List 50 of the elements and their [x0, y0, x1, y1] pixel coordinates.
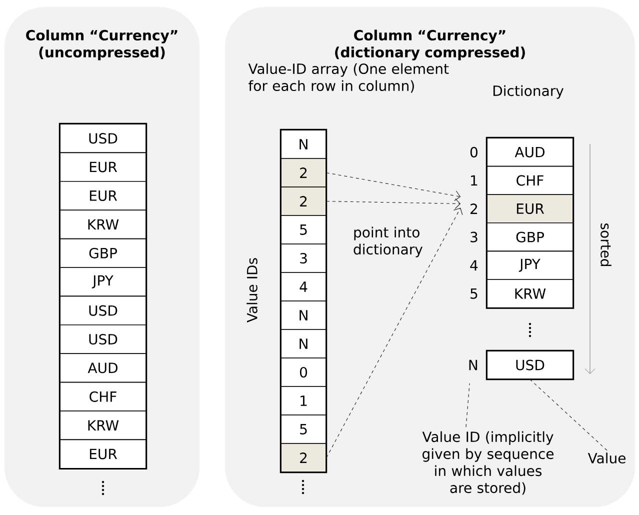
table-cell: 2 — [280, 158, 326, 188]
table-cell: EUR — [60, 152, 146, 182]
table-cell: 5 — [280, 414, 326, 444]
dashed-arrow — [326, 208, 463, 458]
table-cell: KRW — [60, 210, 146, 240]
table-cell: AUD — [486, 138, 574, 167]
table-cell: GBP — [60, 238, 146, 268]
index-number: N — [469, 360, 478, 370]
leader-line — [466, 383, 470, 428]
index-number: 3 — [470, 232, 478, 242]
table-cell: AUD — [60, 353, 146, 383]
vertical-label: sorted — [600, 223, 612, 266]
table-cell: N — [280, 130, 326, 159]
dictionary-heading: Dictionary — [493, 85, 564, 99]
table-cell: 4 — [280, 272, 326, 302]
table-cell: 1 — [280, 386, 326, 416]
table-cell: KRW — [60, 410, 146, 440]
table-cell: USD — [60, 296, 146, 326]
table-cell: CHF — [486, 166, 574, 195]
table-cell: USD — [60, 124, 146, 154]
table-cell: 2 — [280, 186, 326, 216]
table-cell: EUR — [486, 194, 574, 224]
table-cell: EUR — [60, 181, 146, 210]
index-number: 0 — [470, 146, 478, 158]
table-cell: KRW — [486, 279, 574, 308]
table-cell: N — [280, 300, 326, 330]
table-cell: JPY — [486, 250, 574, 280]
leader-line — [530, 379, 608, 451]
index-number: 5 — [470, 288, 478, 299]
table-cell: USD — [486, 350, 574, 380]
vertical-label: Value IDs — [246, 258, 258, 322]
index-number: 1 — [471, 175, 478, 186]
table-cell: CHF — [60, 382, 146, 412]
array-caption: Value-ID array (One element for each row in column) — [248, 63, 449, 93]
index-number: 2 — [470, 204, 477, 214]
table-cell: N — [280, 329, 326, 358]
table-cell: 0 — [280, 358, 326, 387]
dashed-arrow — [326, 172, 461, 202]
annotation: Value — [588, 452, 626, 464]
annotation: Value ID (implicitly given by sequence in which values are stored) — [422, 431, 554, 495]
table-cell: 3 — [280, 244, 326, 273]
dashed-arrow — [326, 198, 461, 209]
table-cell: JPY — [60, 267, 146, 297]
index-number: 4 — [470, 260, 478, 270]
annotation: point into dictionary — [354, 226, 423, 258]
table-cell: EUR — [60, 439, 146, 469]
table-cell: USD — [60, 324, 146, 354]
table-cell: 2 — [280, 443, 326, 472]
table-cell: 5 — [280, 215, 326, 244]
table-cell: GBP — [486, 222, 574, 252]
